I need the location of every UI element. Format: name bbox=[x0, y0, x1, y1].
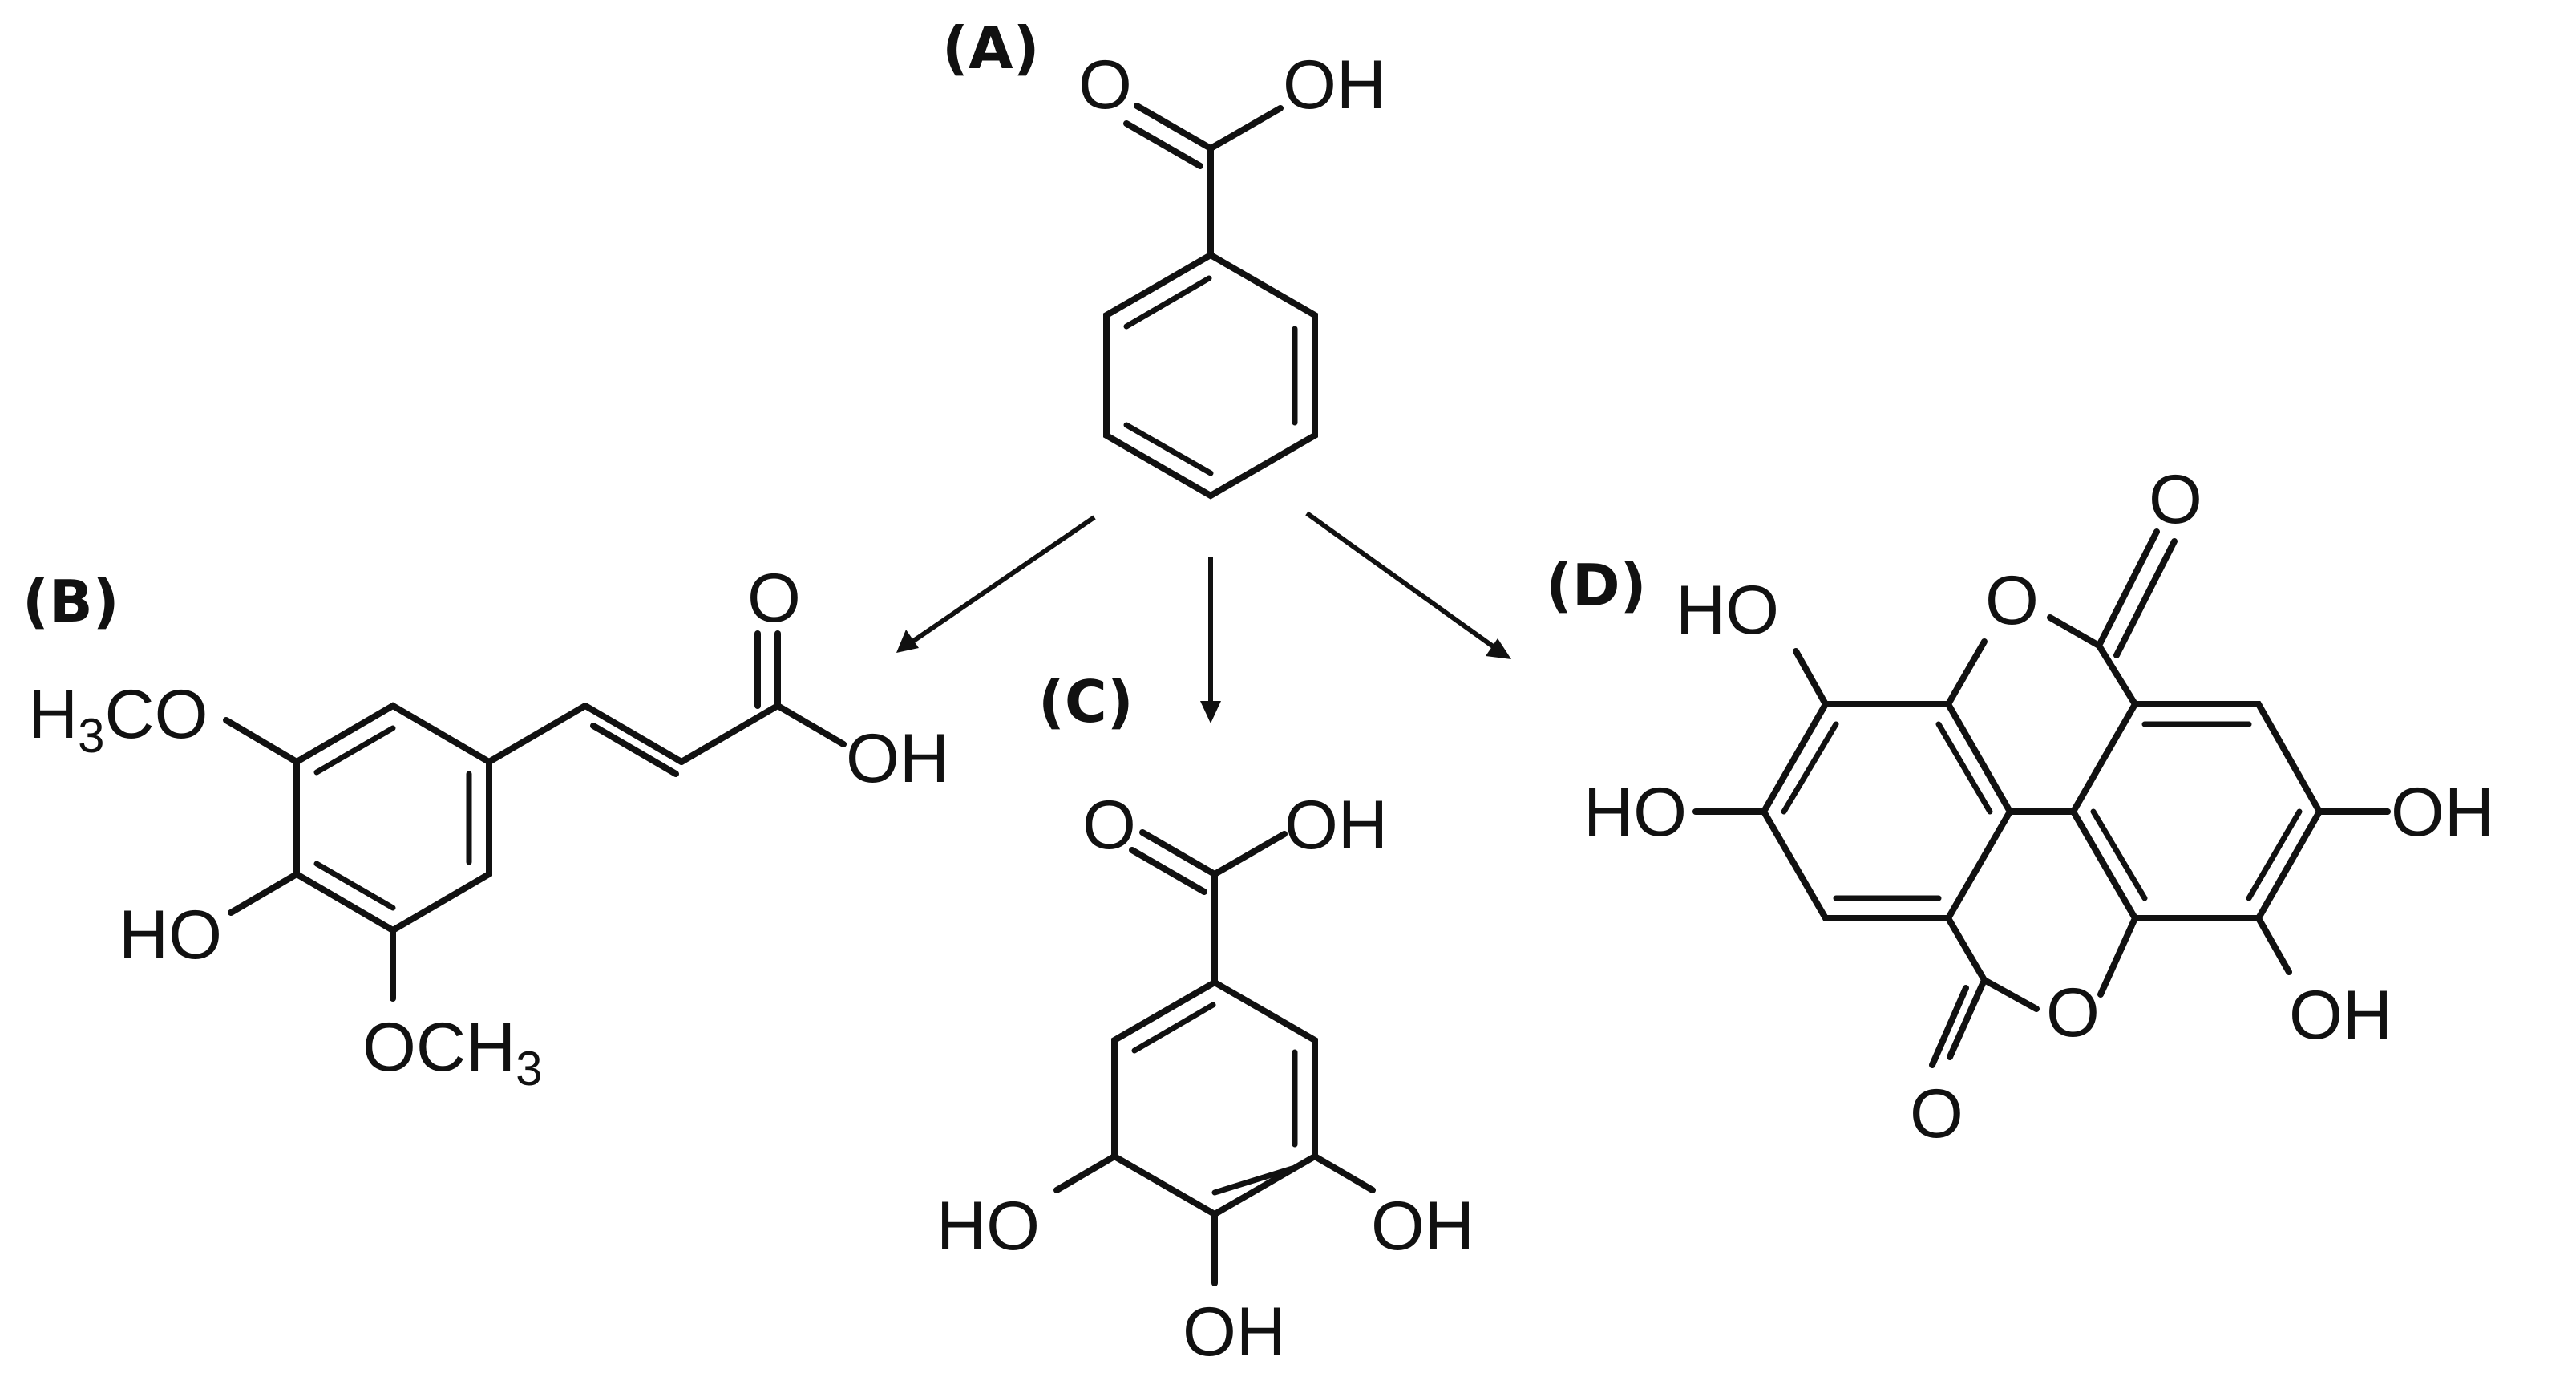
arrow-a-to-d bbox=[1305, 511, 1511, 659]
double-bond-co-a bbox=[1134, 103, 1214, 152]
atom-o-carbonyl-b: O bbox=[747, 560, 801, 637]
arrow-a-to-b bbox=[896, 515, 1096, 653]
benzene-ring-a bbox=[1103, 251, 1318, 500]
right-benzene-ring-d bbox=[2069, 701, 2323, 921]
atom-oh-b: OH bbox=[846, 720, 949, 797]
atom-ho-b: HO bbox=[119, 897, 222, 974]
atom-oh-a: OH bbox=[1283, 47, 1386, 124]
benzene-ring-c bbox=[1111, 978, 1318, 1218]
atom-ho-left-c: HO bbox=[936, 1188, 1040, 1265]
atom-o-ring-bottom-d: O bbox=[2046, 974, 2100, 1051]
carbonyl-top-d bbox=[2096, 528, 2160, 649]
atom-oh-bottom-right-d: OH bbox=[2289, 977, 2392, 1054]
benzene-ring-b bbox=[293, 702, 492, 934]
atom-oh-bottom-c: OH bbox=[1183, 1294, 1286, 1371]
atom-oh-mid-right-d: OH bbox=[2391, 774, 2494, 851]
molecule-b: (B) O OH H3CO HO OCH3 bbox=[22, 560, 949, 1095]
atom-o-top-d: O bbox=[2149, 461, 2202, 538]
molecule-c: (C) O OH HO OH OH bbox=[936, 668, 1474, 1371]
atom-och3-b: OCH3 bbox=[362, 1009, 542, 1095]
left-benzene-ring-d bbox=[1760, 701, 2014, 921]
atom-oh-right-c: OH bbox=[1371, 1188, 1474, 1265]
atom-ho-top-left-d: HO bbox=[1676, 572, 1779, 649]
atom-ho-mid-left-d: HO bbox=[1583, 774, 1687, 851]
panel-label-b: (B) bbox=[22, 568, 119, 635]
carbonyl-bottom-d bbox=[1947, 977, 1988, 1060]
panel-label-a: (A) bbox=[942, 14, 1040, 82]
panel-label-d: (D) bbox=[1546, 552, 1647, 619]
atom-o-ring-top-d: O bbox=[1985, 562, 2039, 639]
arrow-a-to-c bbox=[1200, 557, 1221, 723]
atom-h3co-b: H3CO bbox=[28, 676, 208, 763]
arrows bbox=[896, 511, 1511, 723]
alkene-bond-b bbox=[582, 703, 685, 765]
molecule-a: (A) O OH bbox=[942, 14, 1386, 500]
panel-label-c: (C) bbox=[1038, 668, 1134, 735]
atom-o-carbonyl-a: O bbox=[1078, 47, 1132, 124]
molecule-d: (D) O O O O bbox=[1546, 461, 2494, 1152]
single-bond-coh-a bbox=[1207, 105, 1284, 152]
atom-oh-top-c: OH bbox=[1284, 787, 1388, 864]
atom-o-carbonyl-c: O bbox=[1082, 787, 1136, 864]
atom-o-bottom-d: O bbox=[1910, 1075, 1963, 1152]
